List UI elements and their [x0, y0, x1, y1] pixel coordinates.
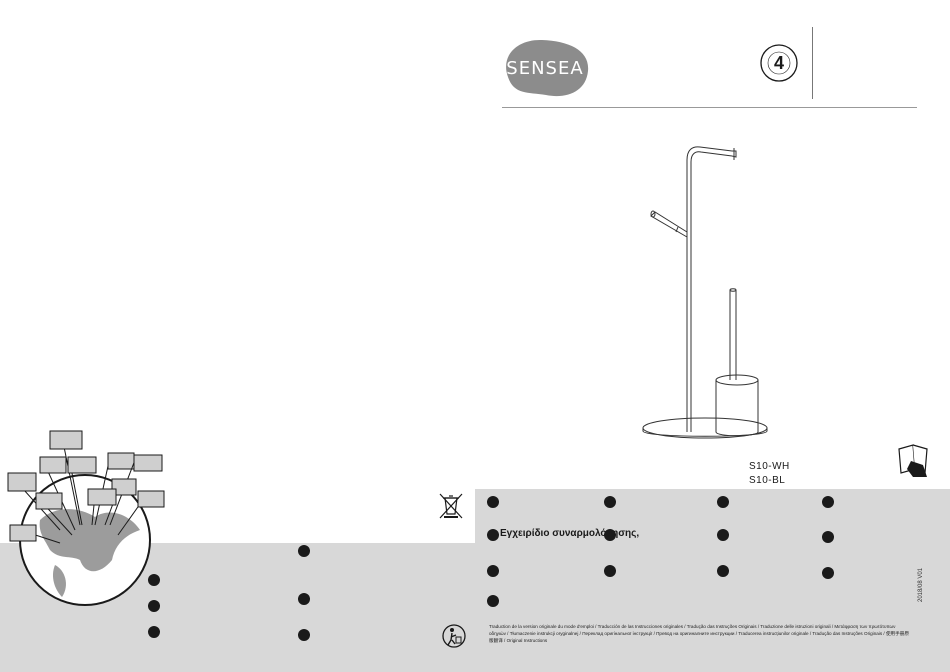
globe-flags-illustration	[7, 430, 165, 606]
lang-marker-l5	[148, 626, 160, 638]
lang-marker-r7	[717, 529, 729, 541]
lang-marker-r11	[717, 565, 729, 577]
date-code: 2018/08 V01	[918, 567, 924, 602]
model-list: S10-WH S10-BL	[749, 460, 790, 488]
weee-crossed-bin-icon	[439, 493, 463, 519]
lang-marker-r5	[487, 529, 499, 541]
lang-marker-r8	[822, 531, 834, 543]
lang-marker-r13	[487, 595, 499, 607]
product-stand-illustration	[642, 146, 768, 439]
lang-marker-l4	[298, 593, 310, 605]
tidyman-recycle-icon	[442, 624, 466, 648]
logo-text: SENSEA	[506, 57, 584, 79]
lang-marker-r1	[487, 496, 499, 508]
greek-manual-title: Εγχειρίδιο συναρμολόγησης,	[500, 528, 640, 539]
logo-blob-icon	[506, 39, 589, 97]
model-white: S10-WH	[749, 461, 790, 472]
lang-marker-r3	[717, 496, 729, 508]
lang-marker-r2	[604, 496, 616, 508]
translation-note: Traduction de la version originale du mo…	[489, 624, 909, 643]
header-divider	[812, 27, 813, 99]
lang-marker-l6	[298, 629, 310, 641]
lang-marker-l1	[298, 545, 310, 557]
language-panel-right	[475, 489, 950, 672]
header-rule	[502, 107, 917, 108]
read-manual-icon	[898, 444, 928, 477]
lang-marker-l2	[148, 574, 160, 586]
guarantee-seal-icon	[760, 44, 798, 82]
lang-marker-l3	[148, 600, 160, 612]
lang-marker-r9	[487, 565, 499, 577]
lang-marker-r4	[822, 496, 834, 508]
model-black: S10-BL	[749, 475, 786, 486]
lang-marker-r12	[822, 567, 834, 579]
lang-marker-r10	[604, 565, 616, 577]
sensea-logo: SENSEA	[500, 37, 590, 104]
guarantee-years: 4	[773, 52, 784, 73]
guarantee-badge: 4	[759, 43, 799, 88]
lang-marker-r6	[604, 529, 616, 541]
